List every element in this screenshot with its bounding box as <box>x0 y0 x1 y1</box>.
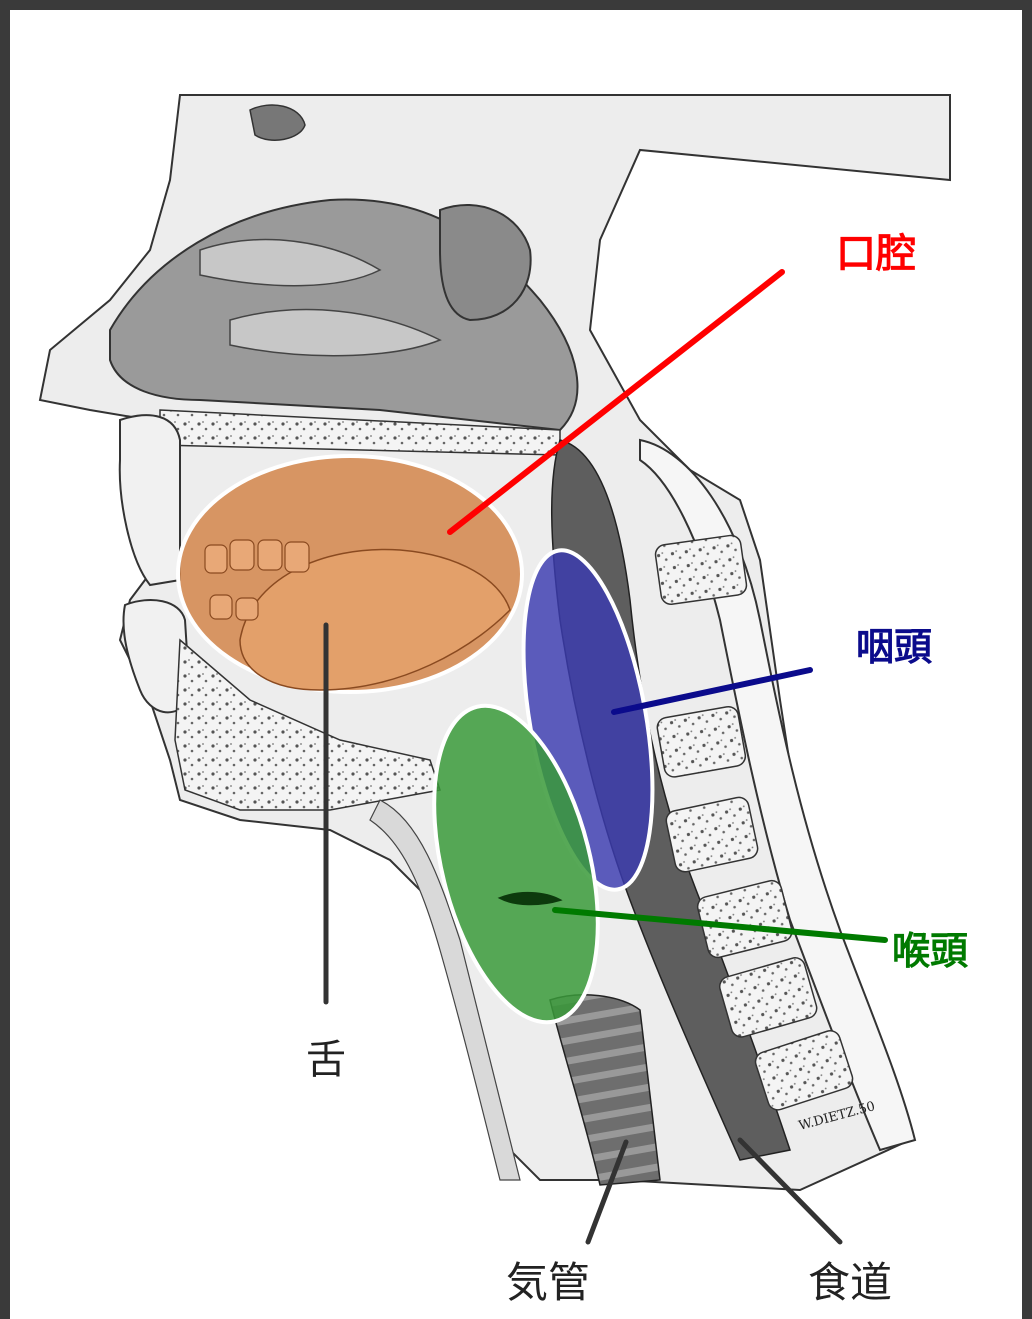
vertebra-1 <box>654 534 748 605</box>
label-tongue: 舌 <box>306 1040 346 1080</box>
label-pharynx: 咽頭 <box>856 628 932 666</box>
label-oral-cavity: 口腔 <box>836 234 916 274</box>
label-trachea: 気管 <box>506 1262 590 1304</box>
anatomy-illustration: W.DIETZ.50 <box>40 95 950 1190</box>
upper-lip <box>120 415 180 585</box>
label-larynx: 喉頭 <box>892 932 968 970</box>
label-esophagus: 食道 <box>808 1262 892 1304</box>
